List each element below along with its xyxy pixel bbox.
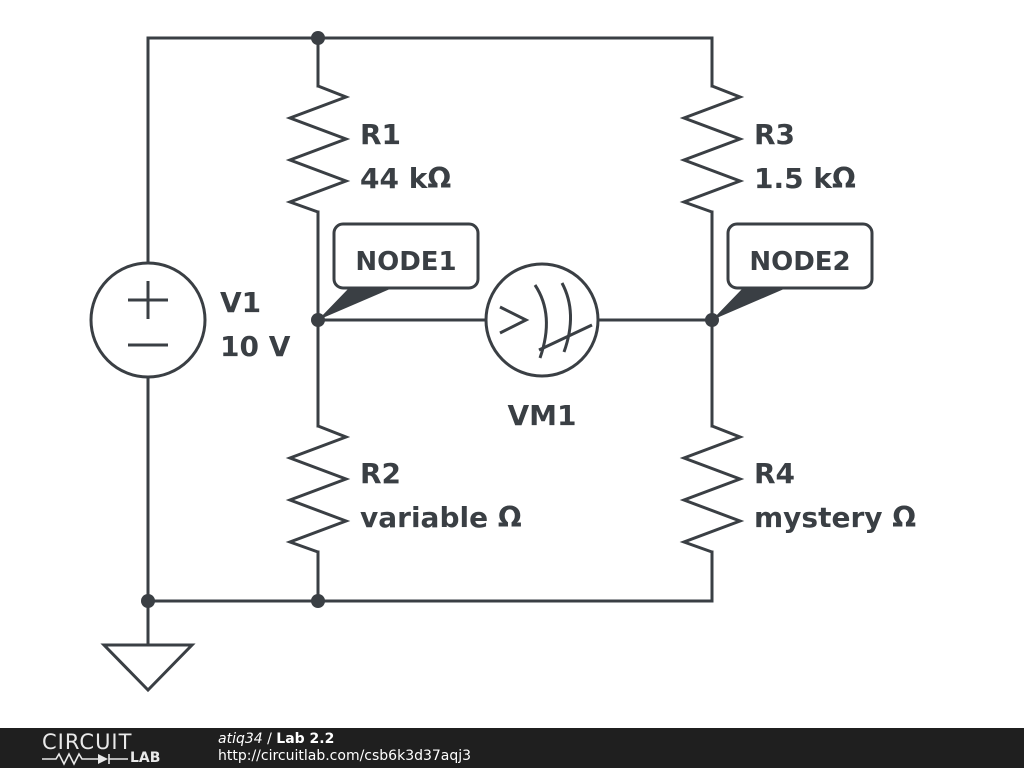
junction-dot: [141, 594, 155, 608]
wire-r4-bottom: [316, 550, 714, 603]
v1-value-label: 10 V: [220, 330, 291, 363]
node1-tag[interactable]: NODE1: [318, 222, 480, 320]
voltmeter-vm1-symbol[interactable]: [484, 262, 600, 378]
r2-value-label: variable Ω: [360, 501, 522, 534]
resistor-r1-symbol[interactable]: [285, 84, 351, 214]
circuit-title: Lab 2.2: [276, 731, 335, 747]
r2-name-label: R2: [360, 457, 401, 490]
resistor-r3-symbol[interactable]: [679, 84, 745, 214]
vm1-name-label: VM1: [507, 399, 576, 432]
footer-bar: CIRCUIT LAB atiq34 / Lab 2.2 http://circ…: [0, 728, 1024, 768]
ground-icon: [100, 643, 196, 693]
wire-top-left: [146, 36, 320, 264]
r1-name-label: R1: [360, 118, 401, 151]
node1-label: NODE1: [355, 247, 456, 277]
circuit-url-link[interactable]: http://circuitlab.com/csb6k3d37aqj3: [218, 748, 472, 764]
meta-separator: /: [267, 731, 272, 747]
resistor-r4-symbol[interactable]: [679, 424, 745, 554]
author-link[interactable]: atiq34: [218, 731, 263, 747]
r3-value-label: 1.5 kΩ: [754, 162, 856, 195]
node2-label: NODE2: [749, 247, 850, 277]
voltage-source-v1-symbol[interactable]: [89, 261, 207, 379]
v1-name-label: V1: [220, 286, 261, 319]
r1-value-label: 44 kΩ: [360, 162, 451, 195]
circuit-meta: atiq34 / Lab 2.2 http://circuitlab.com/c…: [218, 731, 471, 765]
logo-text-bottom: LAB: [130, 750, 161, 766]
r4-name-label: R4: [754, 457, 795, 490]
wires: [146, 36, 714, 647]
junction-dot: [311, 594, 325, 608]
r4-value-label: mystery Ω: [754, 501, 916, 534]
junction-dot: [311, 31, 325, 45]
circuit-schematic: NODE1 NODE2 R1 44 kΩ R2 variable Ω R3 1.…: [89, 31, 916, 693]
r3-name-label: R3: [754, 118, 795, 151]
circuitlab-logo[interactable]: CIRCUIT LAB: [42, 732, 182, 766]
resistor-diode-logo-icon: [42, 752, 128, 766]
node2-tag[interactable]: NODE2: [712, 222, 874, 320]
logo-text-top: CIRCUIT: [42, 730, 133, 754]
resistor-r2-symbol[interactable]: [285, 424, 351, 554]
